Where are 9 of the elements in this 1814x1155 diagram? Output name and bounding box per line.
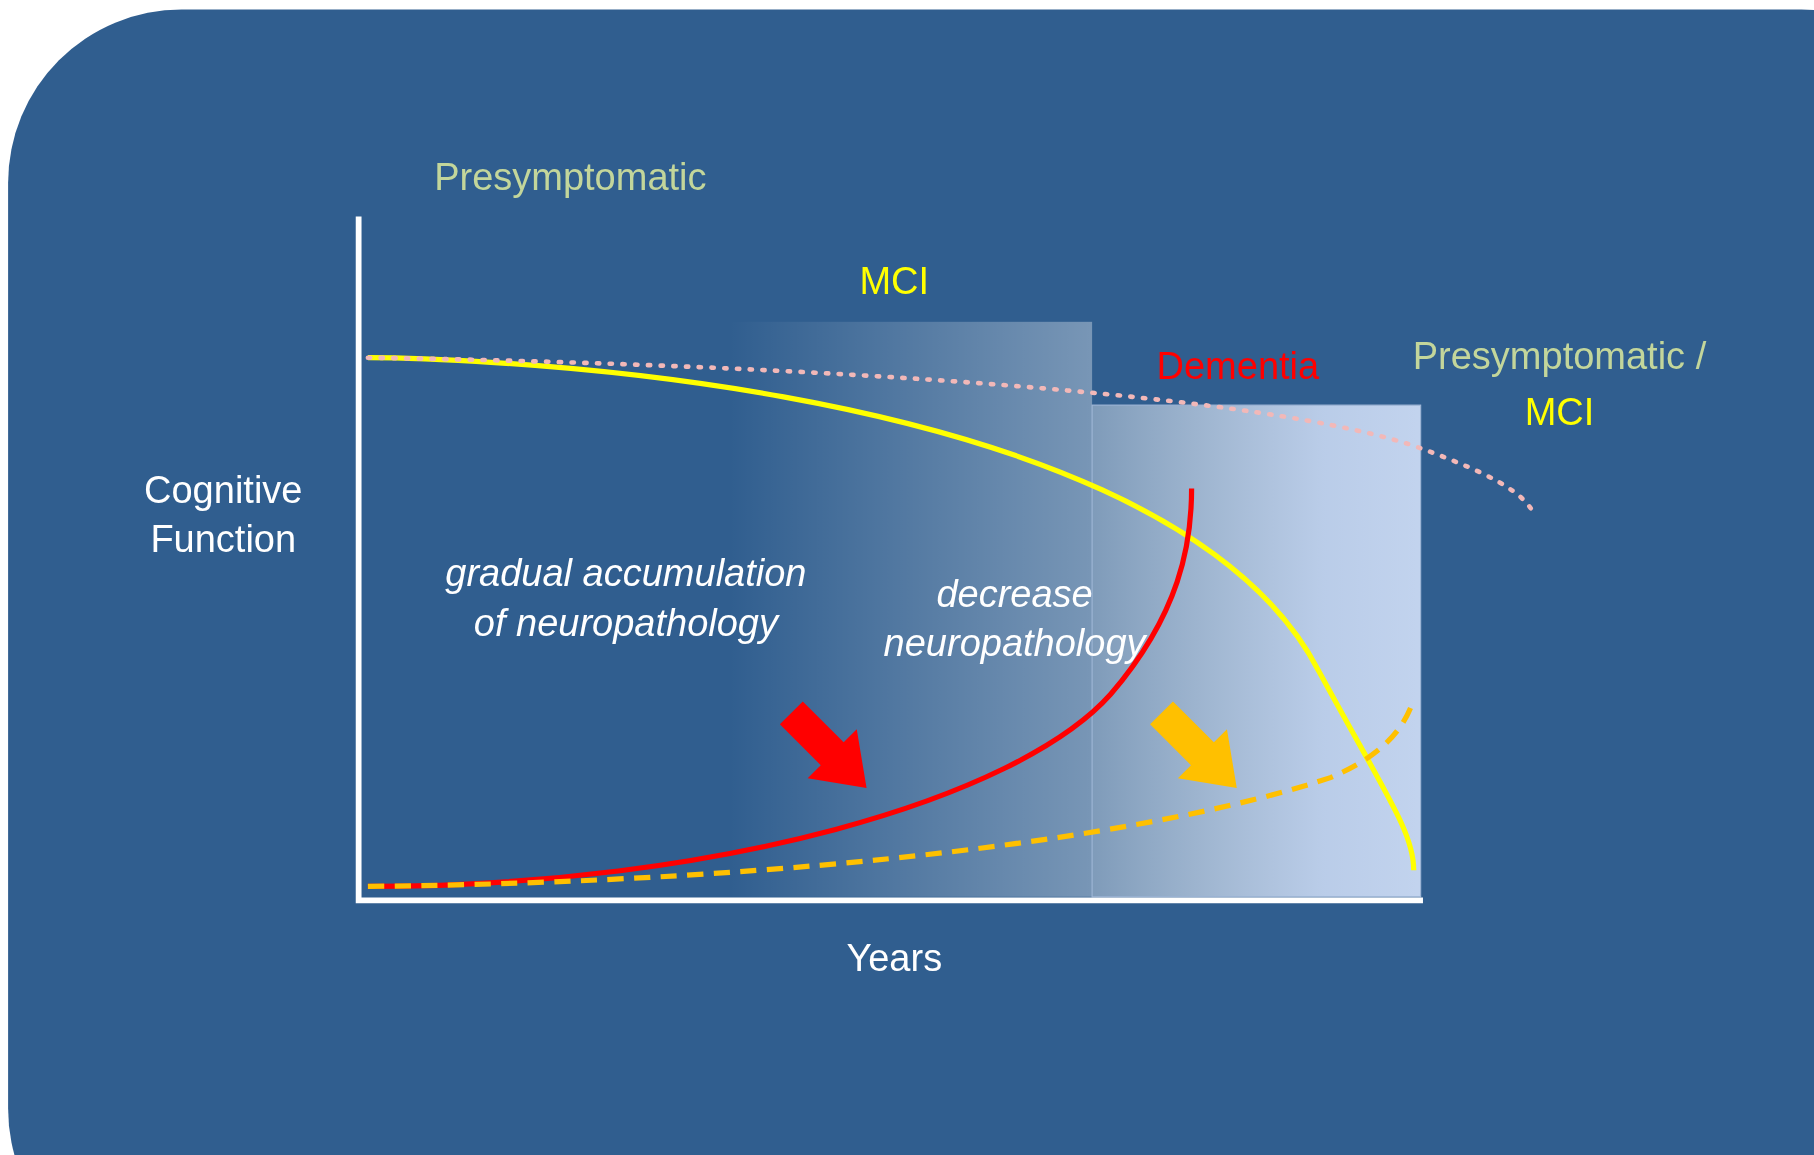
axis-label: Cognitive Function (143, 467, 304, 562)
stage-label: Presymptomatic / (1412, 334, 1707, 380)
annotation-text: gradual accumulation of neuropathology (444, 550, 808, 646)
stage-label: MCI (1524, 390, 1595, 436)
stage-label: MCI (859, 259, 930, 305)
annotation-text: decrease neuropathology (882, 571, 1148, 666)
stage-label: Dementia (1156, 344, 1320, 389)
axis-label: Years (846, 936, 943, 982)
stage-label: Presymptomatic (434, 155, 707, 201)
